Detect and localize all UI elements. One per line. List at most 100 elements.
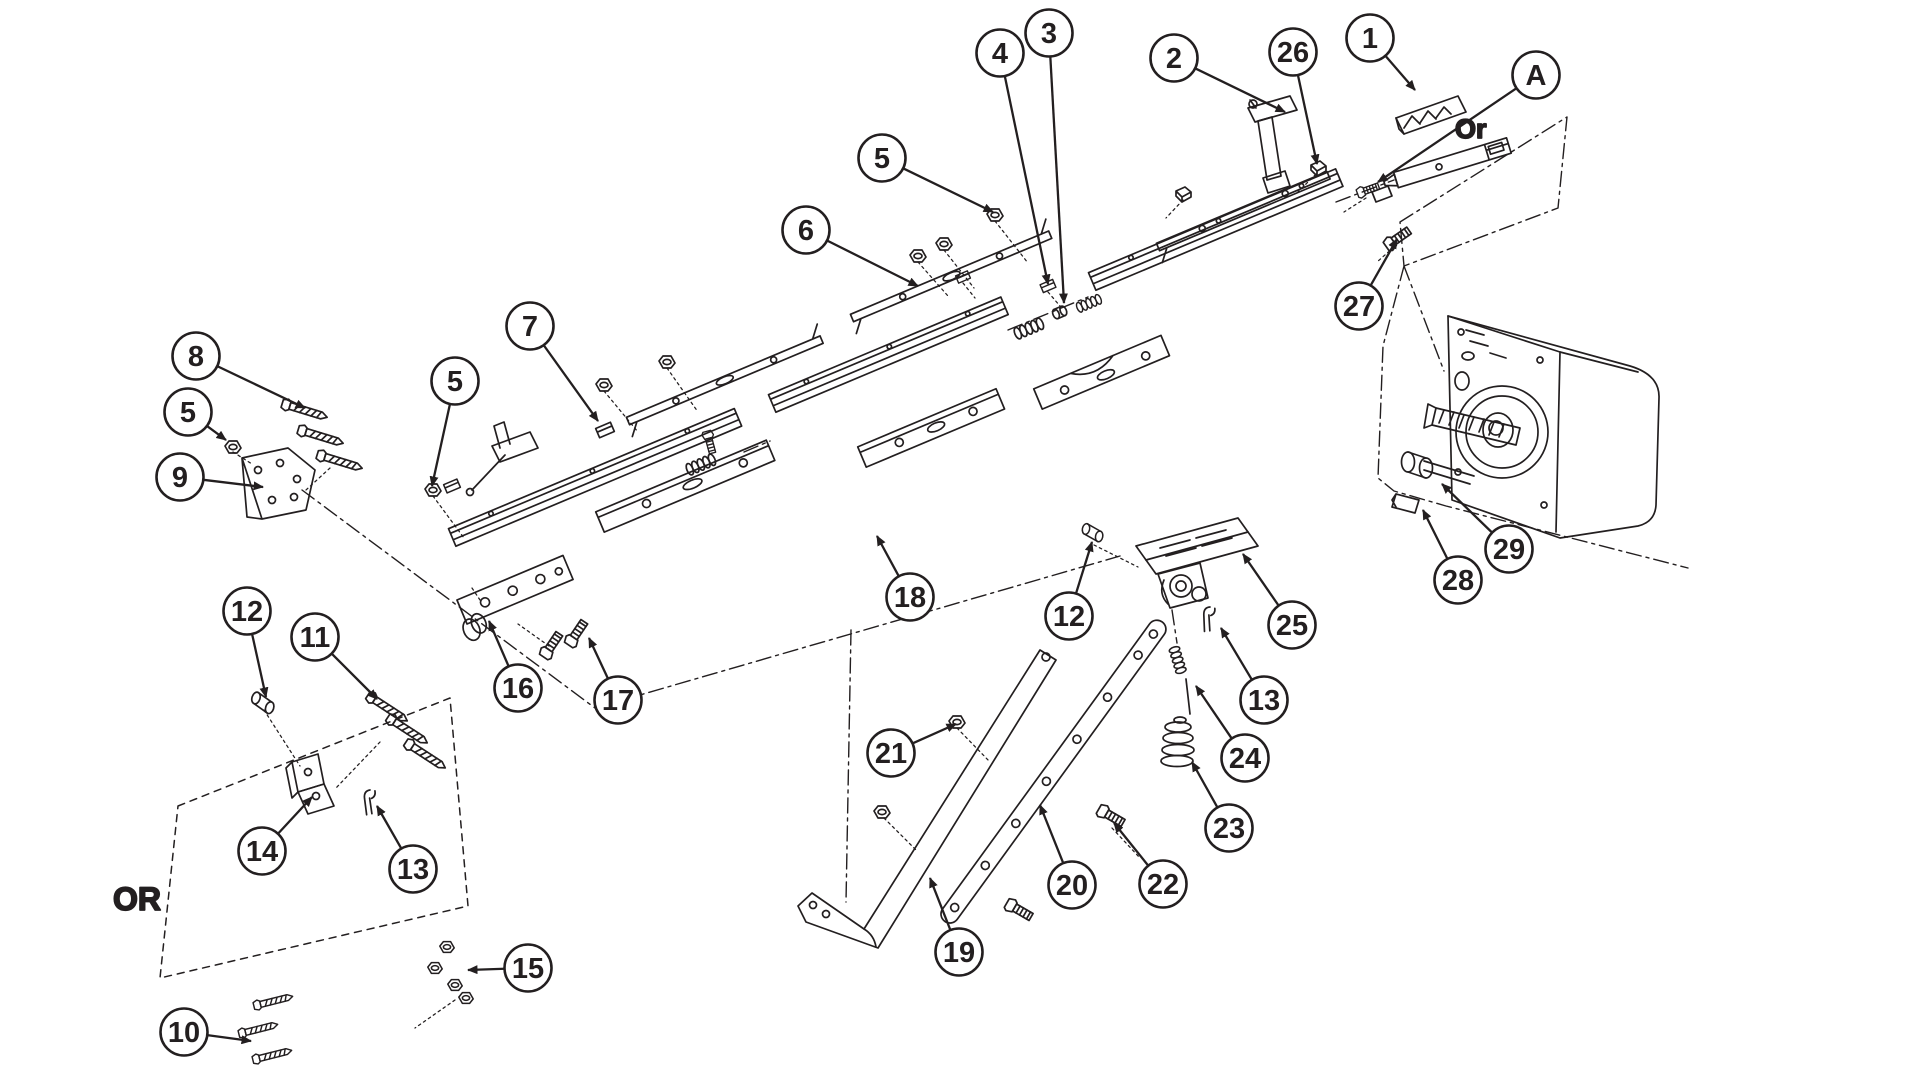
callout-23-leader [1190, 761, 1219, 809]
stop-bolt-27 [1381, 223, 1414, 254]
callout-12-left: 12 [222, 586, 272, 698]
callout-27: 27 [1334, 238, 1399, 331]
trolley-springs [683, 292, 1104, 477]
callout-19-bubble [934, 927, 984, 977]
wall-anchor-bracket [241, 447, 316, 520]
callout-11-leader [330, 652, 378, 700]
callout-29-bubble [1484, 524, 1534, 574]
callout-1-label: 1 [1362, 23, 1378, 55]
rail-segment-front [447, 407, 743, 548]
header-bracket-bolts [536, 616, 591, 662]
callout-6: 6 [781, 205, 919, 288]
callout-9-leader [203, 478, 264, 491]
callout-26-label: 26 [1277, 37, 1309, 69]
callout-8-bubble [171, 331, 221, 381]
callout-27-bubble [1334, 281, 1384, 331]
rail-header-bracket [456, 554, 574, 642]
callout-1-bubble [1345, 13, 1395, 63]
callout-11: 11 [290, 612, 378, 700]
callout-24: 24 [1195, 685, 1270, 783]
callout-6-label: 6 [798, 215, 814, 247]
callout-21-label: 21 [875, 738, 907, 770]
callout-10-label: 10 [168, 1017, 200, 1049]
callout-28-label: 28 [1442, 565, 1474, 597]
callout-7-leader [542, 344, 599, 422]
callout-25-leader [1242, 553, 1280, 607]
callout-5-left-label: 5 [180, 397, 196, 429]
callout-29: 29 [1441, 483, 1534, 574]
callout-23-bubble [1204, 803, 1254, 853]
callout-3-bubble [1024, 8, 1074, 58]
assembly-dotted-lines [232, 173, 1395, 1029]
callout-8: 8 [171, 331, 306, 410]
callout-26: 26 [1268, 27, 1320, 165]
group-outline-mid [301, 489, 1121, 903]
callout-15: 15 [467, 943, 553, 993]
callout-9-bubble [155, 452, 205, 502]
callout-7: 7 [505, 301, 599, 422]
rail-brace-front [625, 323, 824, 438]
callout-7-label: 7 [522, 311, 538, 343]
callout-5-top: 5 [857, 133, 994, 214]
callout-13-left: 13 [376, 805, 438, 894]
callout-12-right-bubble [1044, 591, 1094, 641]
callout-23: 23 [1190, 761, 1254, 853]
callout-5-top-leader [902, 167, 994, 214]
callout-16-label: 16 [502, 673, 534, 705]
callout-3-label: 3 [1041, 18, 1057, 50]
callout-17-label: 17 [602, 685, 634, 717]
callout-A: A [1377, 50, 1561, 183]
release-lever-assembly [465, 421, 539, 497]
callout-28: 28 [1421, 509, 1483, 605]
callout-4-label: 4 [992, 38, 1008, 70]
callout-16-leader [487, 620, 510, 667]
callout-5-mid: 5 [429, 356, 480, 487]
callout-2-leader [1194, 67, 1286, 114]
callout-18-label: 18 [894, 582, 926, 614]
callout-3-leader [1049, 56, 1068, 304]
callout-27-leader [1369, 238, 1399, 287]
callout-20-bubble [1047, 860, 1097, 910]
callout-8-leader [216, 365, 306, 410]
callout-11-label: 11 [300, 622, 331, 654]
callout-24-bubble [1220, 733, 1270, 783]
door-stop-part1 [1395, 95, 1467, 135]
reinforcement-plate-middle [856, 387, 1006, 468]
callout-9-label: 9 [172, 462, 188, 494]
callout-10: 10 [159, 1007, 252, 1057]
wall-bracket-14 [285, 753, 335, 815]
callout-8-label: 8 [188, 341, 204, 373]
callout-A-leader [1377, 87, 1518, 183]
callout-17: 17 [587, 637, 643, 725]
callout-28-bubble [1433, 555, 1483, 605]
callout-25: 25 [1242, 553, 1317, 650]
callout-4-bubble [975, 28, 1025, 78]
callout-15-bubble [503, 943, 553, 993]
callout-13-left-bubble [388, 844, 438, 894]
callout-13-left-label: 13 [397, 854, 429, 886]
callout-10-leader [207, 1033, 252, 1045]
rail-segment-middle [767, 296, 1010, 414]
callout-15-label: 15 [512, 953, 544, 985]
callout-9: 9 [155, 452, 264, 502]
trolley-pin [1079, 522, 1106, 544]
callout-12-left-leader [250, 633, 269, 698]
callout-18-bubble [885, 572, 935, 622]
callout-22-label: 22 [1147, 869, 1179, 901]
callout-14-label: 14 [246, 836, 278, 868]
callout-22-leader [1113, 822, 1150, 867]
callout-19-leader [928, 877, 952, 931]
callout-A-label: A [1526, 60, 1547, 92]
spring-rod-and-coil [1167, 644, 1191, 715]
callout-5-top-bubble [857, 133, 907, 183]
callout-18-leader [875, 535, 900, 577]
callout-2: 2 [1149, 33, 1286, 114]
callout-14-leader [277, 796, 313, 835]
callout-21-leader [911, 722, 957, 745]
callout-20-label: 20 [1056, 870, 1088, 902]
alt-bolts [236, 990, 295, 1066]
callout-12-left-label: 12 [231, 596, 263, 628]
callout-10-bubble [159, 1007, 209, 1057]
